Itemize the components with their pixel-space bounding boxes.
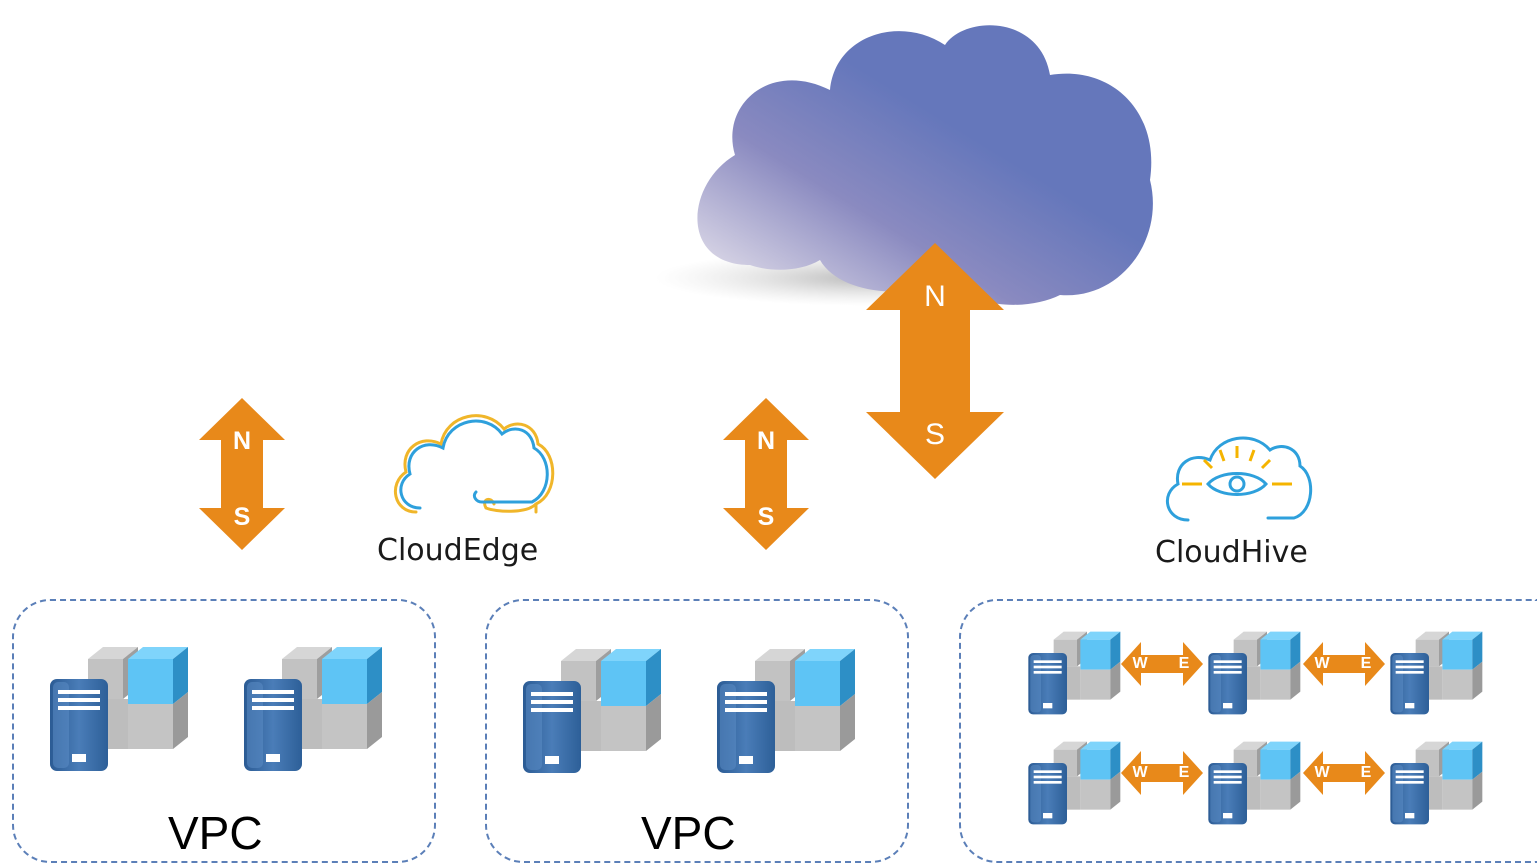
we-arrow-4-east: E	[1360, 764, 1372, 781]
server-cluster-icon	[715, 646, 865, 776]
north-south-arrow-middle	[723, 398, 809, 550]
vpc-box-3: W E W E W E W E	[959, 599, 1537, 863]
main-arrow-north-label: N	[924, 280, 946, 313]
we-arrow-3-east: E	[1178, 764, 1190, 781]
north-south-arrow-main	[866, 243, 1004, 479]
vpc-box-1: VPC	[12, 599, 436, 863]
west-east-arrow	[1303, 642, 1385, 686]
server-cluster-icon	[1207, 629, 1307, 717]
we-arrow-1-east: E	[1178, 655, 1190, 672]
west-east-arrow	[1303, 751, 1385, 795]
we-arrow-4-west: W	[1314, 764, 1330, 781]
cloudedge-label: CloudEdge	[377, 533, 539, 568]
west-east-arrow	[1121, 751, 1203, 795]
we-arrow-3-west: W	[1132, 764, 1148, 781]
left-arrow-north-label: N	[232, 427, 252, 455]
vpc-label: VPC	[641, 807, 736, 859]
server-cluster-icon	[1027, 629, 1127, 717]
server-cluster-icon	[1027, 739, 1127, 827]
cloud-eye-icon	[1166, 436, 1313, 522]
we-arrow-2-west: W	[1314, 655, 1330, 672]
internet-cloud-icon	[655, 25, 1153, 306]
server-cluster-icon	[1389, 629, 1489, 717]
server-cluster-icon	[1389, 739, 1489, 827]
main-arrow-south-label: S	[924, 418, 945, 451]
server-cluster-icon	[521, 646, 671, 776]
server-cluster-icon	[1207, 739, 1307, 827]
we-arrow-2-east: E	[1360, 655, 1372, 672]
cloud-outline-icon	[394, 414, 555, 514]
server-cluster-icon	[48, 644, 198, 774]
cloudhive-label: CloudHive	[1155, 535, 1308, 570]
server-cluster-icon	[242, 644, 392, 774]
we-arrow-1-west: W	[1132, 655, 1148, 672]
west-east-arrow	[1121, 642, 1203, 686]
left-arrow-south-label: S	[233, 503, 251, 531]
middle-arrow-north-label: N	[756, 427, 776, 455]
vpc-label: VPC	[168, 807, 263, 859]
north-south-arrow-left	[199, 398, 285, 550]
vpc-box-2: VPC	[485, 599, 909, 863]
middle-arrow-south-label: S	[757, 503, 775, 531]
